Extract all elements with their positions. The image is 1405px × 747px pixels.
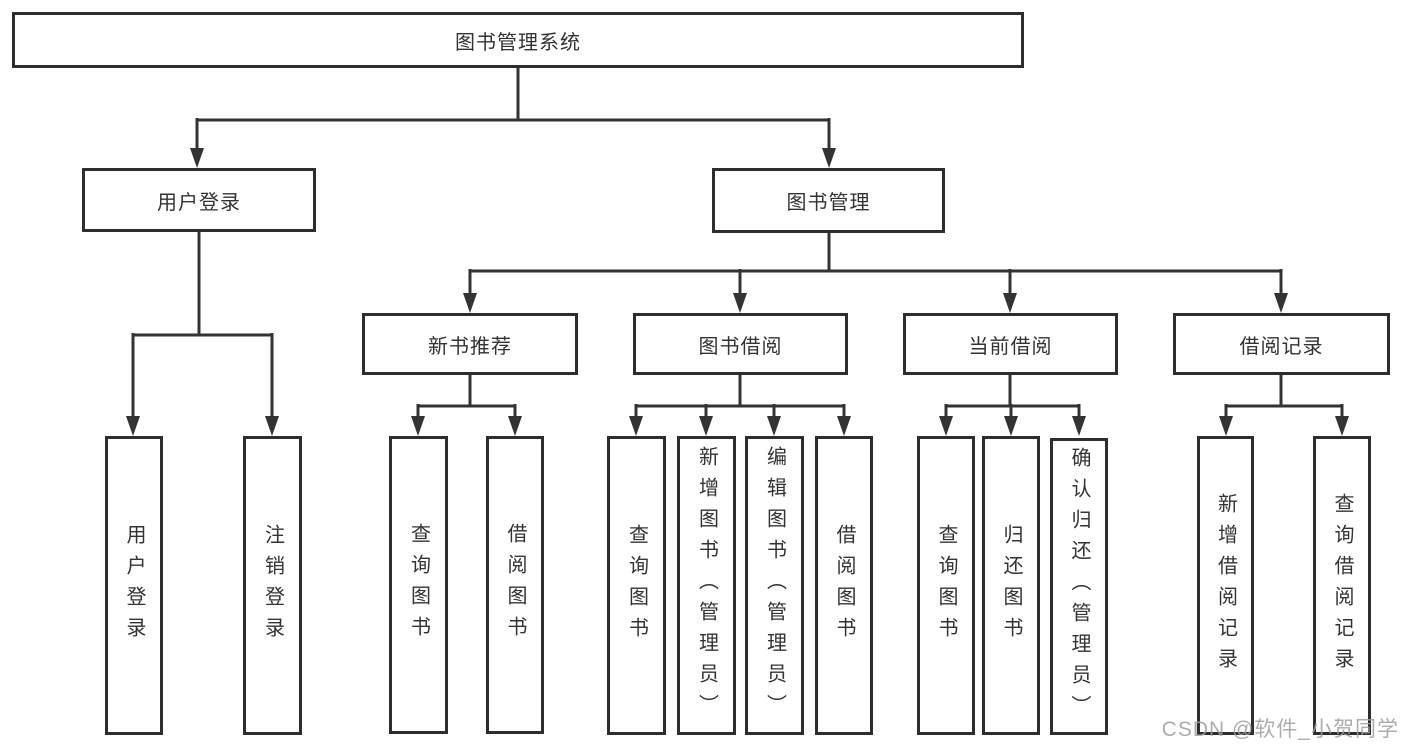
arrowhead-icons [126,148,1349,436]
leaf-user-login-label: 用户登录 [123,523,145,648]
leaf-logout-login-label: 注销登录 [261,523,284,648]
leaf-borrow-books-label: 借阅图书 [833,523,855,648]
leaf-confirm-return-admin-label: 确认归还（管理员） [1068,447,1090,726]
node-book-borrowing: 图书借阅 [633,313,848,375]
leaf-query-books-recommend-label: 查询图书 [407,523,430,647]
node-borrow-records: 借阅记录 [1173,313,1390,375]
leaf-query-books-recommend: 查询图书 [389,436,448,734]
leaf-return-books: 归还图书 [982,436,1040,735]
leaf-add-books-admin: 新增图书（管理员） [677,436,736,735]
leaf-add-borrow-record: 新增借阅记录 [1197,436,1254,735]
leaf-confirm-return-admin: 确认归还（管理员） [1050,438,1108,735]
node-current-borrowing: 当前借阅 [903,313,1118,375]
leaf-query-books-current-label: 查询图书 [935,523,957,648]
leaf-add-books-admin-label: 新增图书（管理员） [695,446,718,725]
leaf-user-login: 用户登录 [105,436,163,735]
node-library-management-system: 图书管理系统 [12,12,1024,68]
node-user-login: 用户登录 [82,168,316,232]
leaf-edit-books-admin: 编辑图书（管理员） [745,436,804,735]
leaf-return-books-label: 归还图书 [1000,523,1022,648]
leaf-borrow-books-recommend-label: 借阅图书 [504,523,526,647]
leaf-query-borrow-record-label: 查询借阅记录 [1331,492,1353,679]
csdn-watermark: CSDN @软件_小贺同学 [1161,718,1399,741]
leaf-query-borrow-record: 查询借阅记录 [1313,436,1371,735]
leaf-borrow-books: 借阅图书 [815,436,873,735]
leaf-borrow-books-recommend: 借阅图书 [486,436,544,734]
leaf-logout-login: 注销登录 [243,436,302,735]
leaf-edit-books-admin-label: 编辑图书（管理员） [763,446,786,725]
node-book-management: 图书管理 [712,168,945,233]
leaf-query-books-current: 查询图书 [917,436,975,735]
leaf-add-borrow-record-label: 新增借阅记录 [1214,492,1237,679]
leaf-query-books-borrowing: 查询图书 [607,436,666,735]
leaf-query-books-borrowing-label: 查询图书 [625,523,648,648]
node-new-book-recommendation: 新书推荐 [362,313,578,375]
